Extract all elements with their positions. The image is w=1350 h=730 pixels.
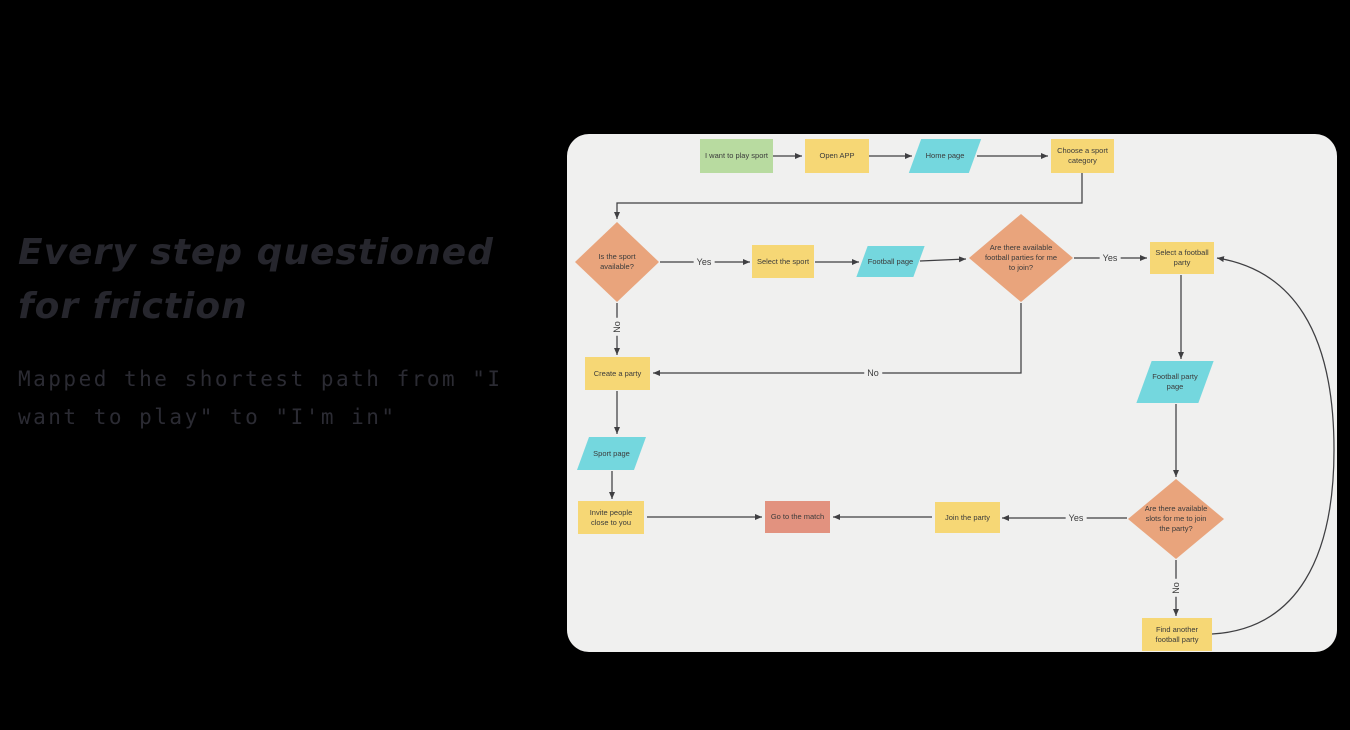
node-football-party-page: Football party page (1144, 361, 1206, 403)
node-join-the-party: Join the party (935, 502, 1000, 533)
node-slots-available-label: Are there available slots for me to join… (1144, 504, 1208, 533)
edge-label-no-slots-available: No (1170, 579, 1182, 597)
flowchart-panel (567, 134, 1337, 652)
slide-heading: Every step questioned for friction (18, 232, 494, 327)
node-slots-available: Are there available slots for me to join… (1128, 479, 1224, 559)
node-football-page-label: Football page (867, 256, 914, 266)
edge-label-yes-slots-available: Yes (1065, 512, 1087, 524)
node-select-the-sport: Select the sport (752, 245, 814, 278)
node-football-page: Football page (862, 246, 919, 277)
node-home-page: Home page (915, 139, 975, 173)
node-sport-page: Sport page (583, 437, 640, 470)
node-sport-page-label: Sport page (593, 448, 630, 458)
edge-label-no-parties-available: No (864, 367, 882, 379)
node-i-want-to-play-sport: I want to play sport (700, 139, 773, 173)
edge-label-yes-sport-available: Yes (693, 256, 715, 268)
node-select-football-party: Select a football party (1150, 242, 1214, 274)
node-is-sport-available: Is the sport available? (575, 222, 659, 302)
node-is-sport-available-label: Is the sport available? (598, 252, 636, 271)
slide-subtext: Mapped the shortest path from "I want to… (18, 367, 503, 429)
intro-text-block: Every step questioned for friction Mappe… (18, 226, 566, 436)
node-parties-available-label: Are there available football parties for… (984, 243, 1058, 272)
node-football-party-page-label: Football party page (1152, 372, 1198, 391)
node-go-to-the-match: Go to the match (765, 501, 830, 533)
node-choose-sport-category: Choose a sport category (1051, 139, 1114, 173)
edge-label-no-sport-available: No (611, 318, 623, 336)
node-invite-people: Invite people close to you (578, 501, 644, 534)
node-create-a-party: Create a party (585, 357, 650, 390)
node-home-page-label: Home page (925, 151, 965, 161)
node-parties-available: Are there available football parties for… (969, 214, 1073, 302)
node-find-another-party: Find another football party (1142, 618, 1212, 651)
edge-label-yes-parties-available: Yes (1099, 252, 1121, 264)
node-open-app: Open APP (805, 139, 869, 173)
